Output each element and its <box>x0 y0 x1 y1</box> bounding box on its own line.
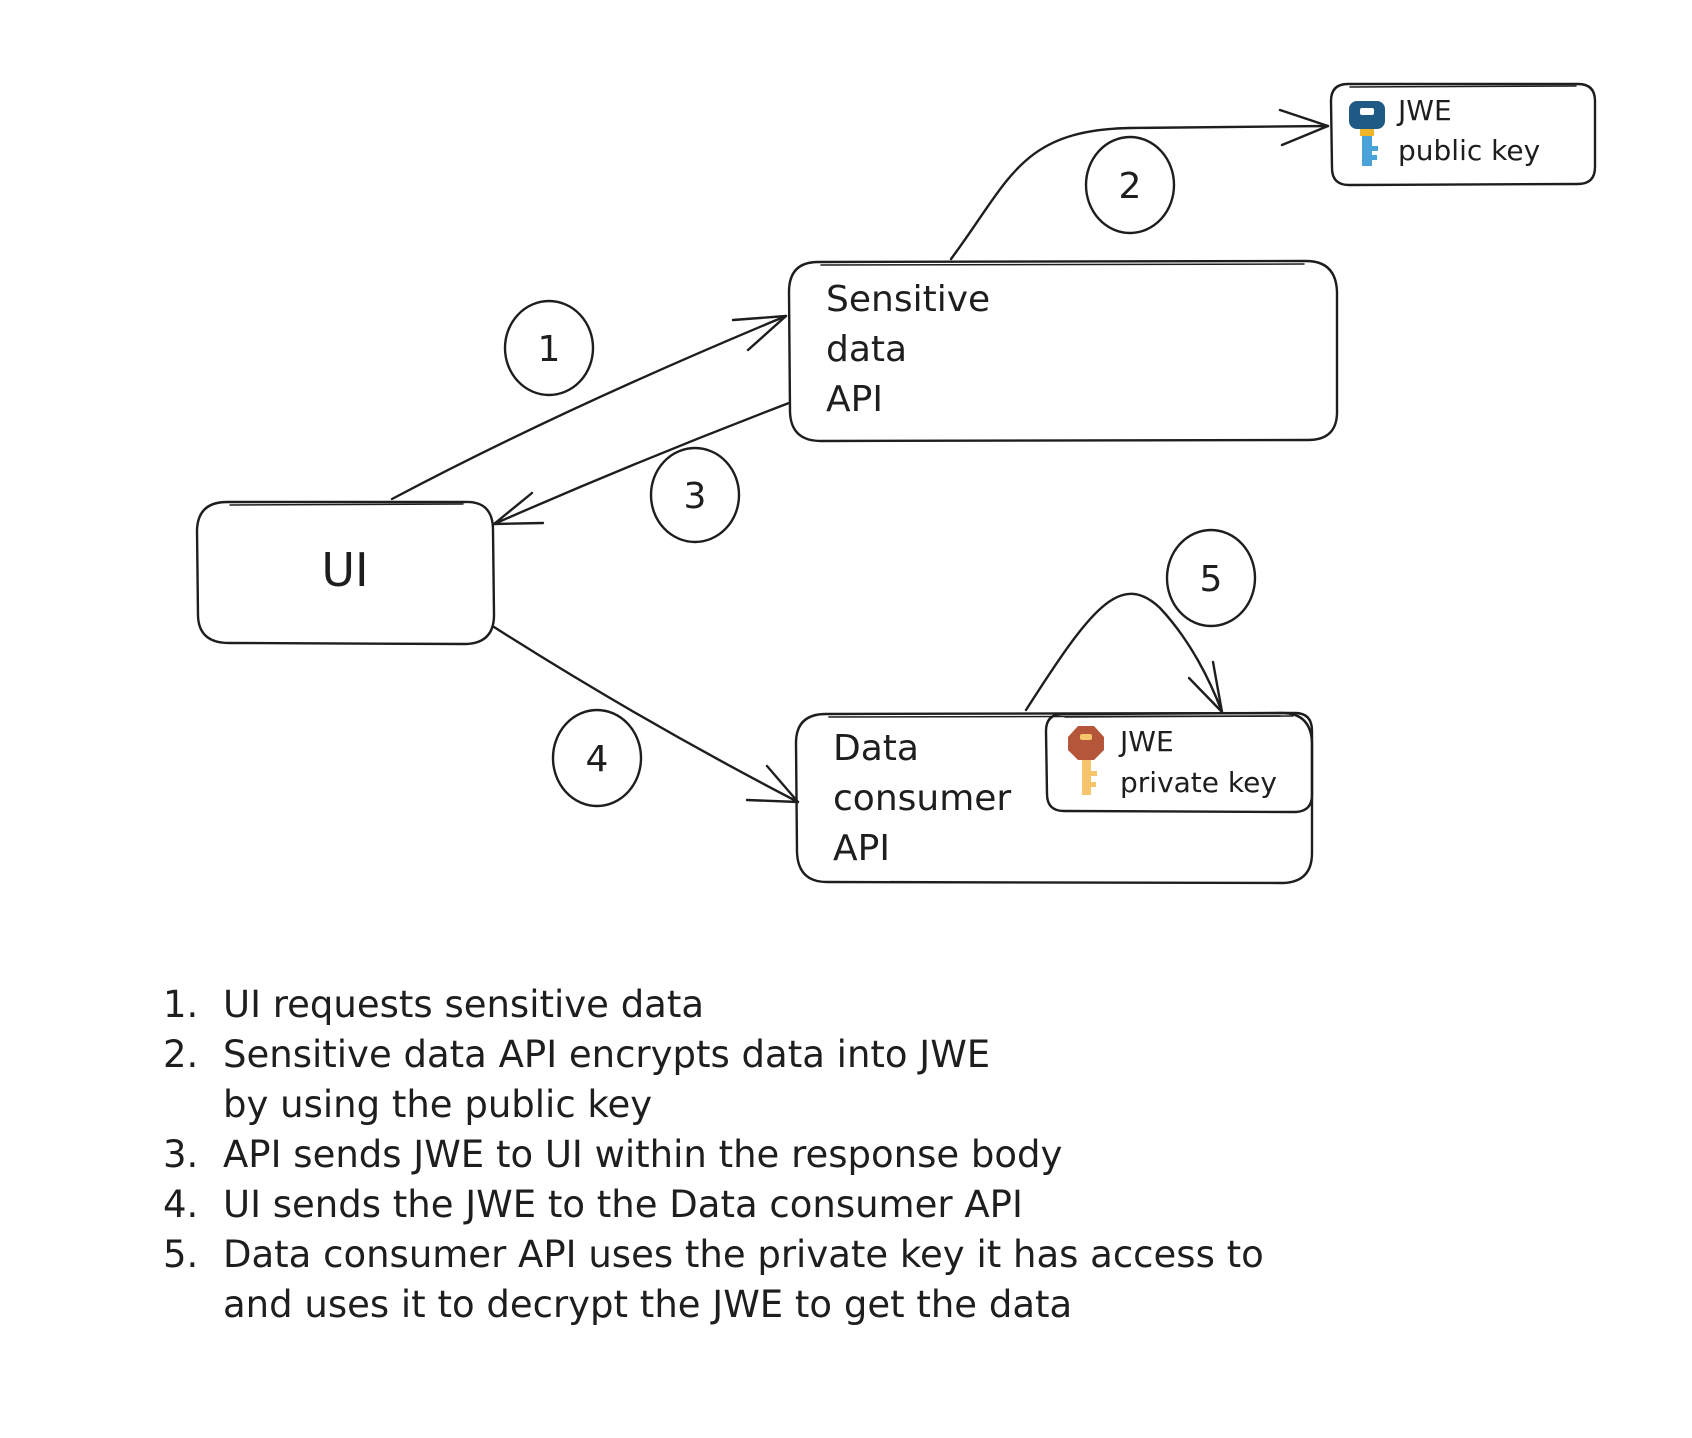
arrow-step-5 <box>1024 592 1224 714</box>
data-consumer-api-label-line1: Data <box>833 728 919 769</box>
key-head <box>1068 726 1104 760</box>
ui-node: UI <box>195 500 496 646</box>
note-text: Sensitive data API encrypts data into JW… <box>223 1033 991 1076</box>
note-number: 2. <box>163 1033 199 1076</box>
note-number: 4. <box>163 1183 199 1226</box>
note-item-4: 4. UI sends the JWE to the Data consumer… <box>163 1180 1503 1230</box>
note-item-1: 1. UI requests sensitive data <box>163 980 1503 1030</box>
ui-box <box>195 500 496 646</box>
note-text: API sends JWE to UI within the response … <box>223 1133 1063 1176</box>
data-consumer-api-label-line2: consumer <box>833 778 1011 819</box>
data-consumer-api-box <box>794 711 1314 885</box>
note-item-3: 3. API sends JWE to UI within the respon… <box>163 1130 1503 1180</box>
note-text: and uses it to decrypt the JWE to get th… <box>223 1283 1073 1326</box>
step-notes-list: 1. UI requests sensitive data 2. Sensiti… <box>163 980 1503 1330</box>
sensitive-data-api-box <box>787 259 1339 443</box>
private-key-node: JWE private key <box>1044 711 1314 814</box>
sensitive-data-api-label-line1: Sensitive <box>826 279 990 320</box>
note-number: 5. <box>163 1233 199 1276</box>
note-item-2: 2. Sensitive data API encrypts data into… <box>163 1030 1503 1130</box>
note-text: UI sends the JWE to the Data consumer AP… <box>223 1183 1023 1226</box>
step-1-number: 1 <box>538 329 561 370</box>
step-4-number: 4 <box>586 739 609 780</box>
private-key-label-line1: JWE <box>1118 725 1174 758</box>
arrow-step-4 <box>492 625 800 804</box>
public-key-label-line1: JWE <box>1396 94 1452 127</box>
key-icon <box>1068 726 1104 795</box>
arrow-step-1 <box>390 314 788 501</box>
key-shaft <box>1082 760 1091 795</box>
public-key-label-line2: public key <box>1398 134 1540 167</box>
note-number: 3. <box>163 1133 199 1176</box>
note-number: 1. <box>163 983 199 1026</box>
step-badge-1: 1 <box>503 299 595 397</box>
note-text: Data consumer API uses the private key i… <box>223 1233 1264 1276</box>
sensitive-data-api-label-line2: data <box>826 329 907 370</box>
step-5-number: 5 <box>1200 559 1223 600</box>
step-2-number: 2 <box>1119 166 1142 207</box>
data-consumer-api-label-line3: API <box>833 828 890 869</box>
key-shaft <box>1362 136 1372 166</box>
note-item-5: 5. Data consumer API uses the private ke… <box>163 1230 1503 1330</box>
key-icon <box>1349 101 1385 166</box>
private-key-box <box>1044 711 1314 814</box>
ui-label: UI <box>321 543 368 597</box>
note-text: UI requests sensitive data <box>223 983 705 1026</box>
arrow-step-3 <box>492 401 791 526</box>
step-badge-4: 4 <box>551 708 643 808</box>
public-key-node: JWE public key <box>1329 82 1597 187</box>
sensitive-data-api-node: Sensitive data API <box>787 259 1339 443</box>
step-badge-2: 2 <box>1084 135 1176 235</box>
public-key-box <box>1329 82 1597 187</box>
private-key-label-line2: private key <box>1120 766 1277 799</box>
step-badge-3: 3 <box>649 446 741 544</box>
note-text: by using the public key <box>223 1083 653 1126</box>
step-badge-5: 5 <box>1165 528 1257 628</box>
sensitive-data-api-label-line3: API <box>826 379 883 420</box>
step-3-number: 3 <box>684 476 707 517</box>
arrow-step-2 <box>949 108 1330 261</box>
